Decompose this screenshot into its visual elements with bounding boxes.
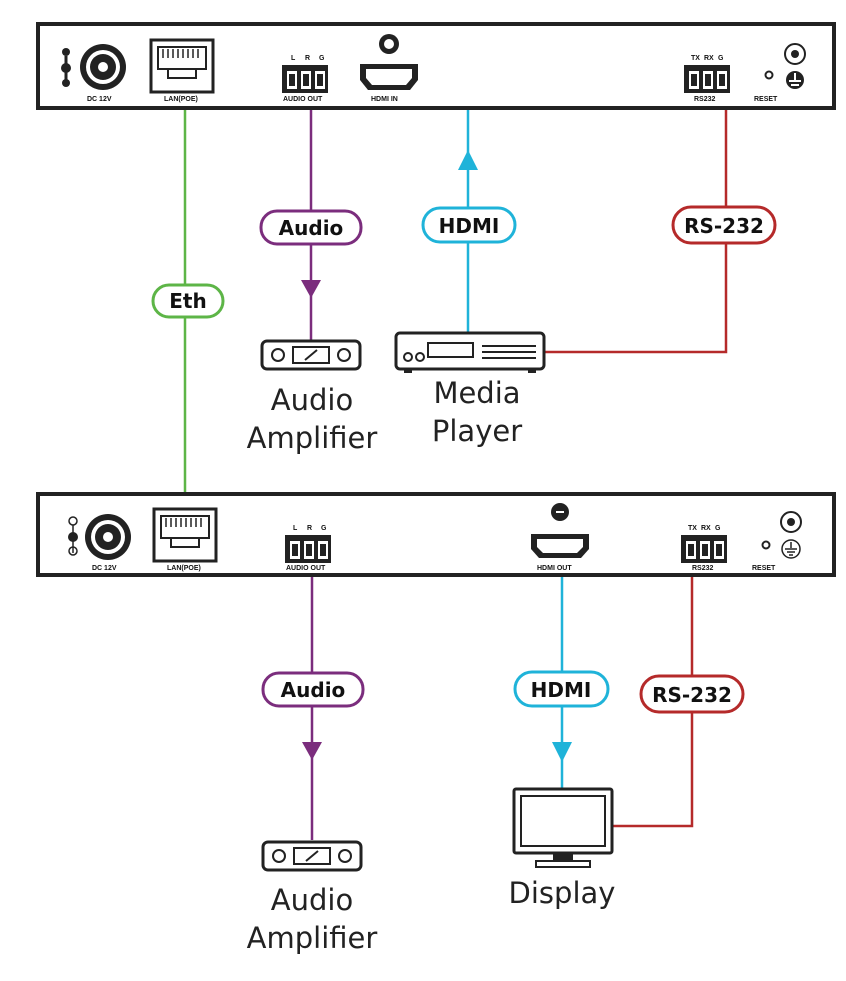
- amp-top-label-2: Amplifier: [247, 421, 378, 455]
- tx-reset-label: RESET: [754, 96, 778, 103]
- rs232-terminal-icon: [681, 535, 727, 563]
- amp-bottom-label-1: Audio: [271, 883, 353, 917]
- ir-jack-icon: [379, 34, 399, 54]
- tx-audio-out-label: AUDIO OUT: [283, 96, 323, 103]
- rx-rs232-ch-g: G: [715, 525, 721, 532]
- rx-audio-ch-g: G: [321, 525, 327, 532]
- eth-label: Eth: [151, 283, 225, 319]
- rx-audio-ch-l: L: [293, 525, 298, 532]
- power-polarity-icon: [68, 516, 78, 556]
- tx-lan-label: LAN(POE): [164, 96, 198, 103]
- tx-rs232-ch-rx: RX: [704, 55, 714, 62]
- tx-audio-ch-l: L: [291, 55, 296, 62]
- svg-text:Audio: Audio: [279, 216, 344, 240]
- rx-audio-ch-r: R: [307, 525, 312, 532]
- rx-dc-label: DC 12V: [92, 565, 117, 572]
- audio-out-terminal-icon: [282, 65, 328, 93]
- rs232-label-bottom: RS-232: [639, 674, 745, 714]
- player-label-1: Media: [433, 376, 520, 410]
- transmitter-panel: DC 12V LAN(POE) L R G AUDIO OU: [36, 22, 836, 110]
- audio-amplifier-icon: [260, 339, 362, 371]
- svg-text:HDMI: HDMI: [439, 214, 500, 238]
- ir-jack-icon: [551, 503, 569, 521]
- ground-icon: [781, 539, 801, 559]
- tx-audio-ch-r: R: [305, 55, 310, 62]
- rx-rs232-ch-rx: RX: [701, 525, 711, 532]
- rx-hdmi-out-label: HDMI OUT: [537, 565, 572, 572]
- amp-top-label-1: Audio: [271, 383, 353, 417]
- dc-jack-icon: [85, 514, 131, 560]
- tx-rs232-ch-g: G: [718, 55, 724, 62]
- tx-dc-label: DC 12V: [87, 96, 112, 103]
- svg-text:RS-232: RS-232: [652, 683, 732, 707]
- rx-rs232-ch-tx: TX: [688, 525, 697, 532]
- svg-text:Eth: Eth: [169, 289, 206, 313]
- rx-audio-out-label: AUDIO OUT: [286, 565, 326, 572]
- hdmi-arrow-top: [458, 150, 478, 170]
- amp-bottom-label-2: Amplifier: [247, 921, 378, 955]
- tx-audio-ch-g: G: [319, 55, 325, 62]
- hdmi-out-port-icon: [531, 534, 589, 558]
- audio-label-top: Audio: [259, 209, 363, 246]
- rs232-cable-bottom: [612, 555, 694, 828]
- rx-rs232-label: RS232: [692, 565, 714, 572]
- svg-text:HDMI: HDMI: [531, 678, 592, 702]
- hdmi-label-bottom: HDMI: [513, 670, 610, 708]
- hdmi-in-port-icon: [360, 64, 418, 90]
- link-status-icon: [780, 511, 802, 533]
- rs232-label-top: RS-232: [671, 205, 777, 245]
- reset-button-icon: [761, 540, 771, 550]
- display-monitor-icon: [512, 787, 614, 868]
- hdmi-arrow-bottom: [552, 742, 572, 762]
- ground-screw-icon: [786, 71, 804, 89]
- svg-text:RS-232: RS-232: [684, 214, 764, 238]
- tx-rs232-label: RS232: [694, 96, 716, 103]
- hdmi-label-top: HDMI: [421, 206, 517, 244]
- media-player-icon: [394, 331, 546, 373]
- display-label: Display: [509, 876, 616, 910]
- tx-rs232-ch-tx: TX: [691, 55, 700, 62]
- svg-text:Audio: Audio: [281, 678, 346, 702]
- audio-arrow-top: [301, 280, 321, 298]
- power-polarity-icon: [61, 48, 71, 87]
- lan-port-icon: [152, 507, 218, 563]
- audio-label-bottom: Audio: [261, 671, 365, 708]
- player-label-2: Player: [432, 414, 522, 448]
- link-status-icon: [784, 43, 806, 65]
- tx-hdmi-in-label: HDMI IN: [371, 96, 398, 103]
- rx-reset-label: RESET: [752, 565, 776, 572]
- audio-out-terminal-icon: [285, 535, 331, 563]
- audio-amplifier-icon: [261, 840, 363, 872]
- rx-lan-label: LAN(POE): [167, 565, 201, 572]
- reset-button-icon: [764, 70, 774, 80]
- dc-jack-icon: [80, 44, 126, 90]
- rs232-terminal-icon: [684, 65, 730, 93]
- lan-port-icon: [149, 38, 215, 94]
- audio-arrow-bottom: [302, 742, 322, 760]
- receiver-panel: DC 12V LAN(POE) L R G AUDIO OUT: [36, 492, 836, 577]
